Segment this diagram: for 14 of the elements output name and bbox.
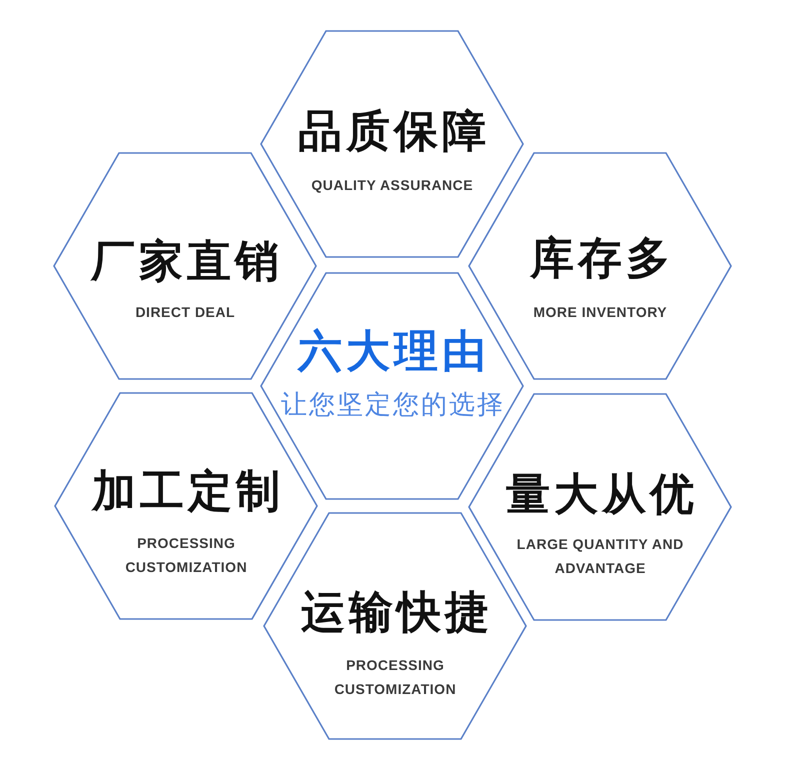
- title-text: 运输快捷: [300, 591, 493, 635]
- title-text: 品质保障: [297, 110, 490, 154]
- subtitle-text: DIRECT DEAL: [134, 303, 236, 322]
- subtitle-text: PROCESSING CUSTOMIZATION: [124, 534, 248, 577]
- title-text: 加工定制: [90, 470, 284, 514]
- title-text: 六大理由: [296, 330, 490, 374]
- title-text: 库存多: [528, 237, 674, 281]
- subtitle-text: LARGE QUANTITY AND ADVANTAGE: [516, 535, 685, 578]
- subtitle-text: 让您坚定您的选择: [280, 389, 505, 421]
- subtitle-text: PROCESSING CUSTOMIZATION: [333, 656, 458, 699]
- title-text: 量大从优: [505, 473, 698, 517]
- subtitle-text: MORE INVENTORY: [532, 303, 668, 322]
- subtitle-text: QUALITY ASSURANCE: [310, 176, 474, 195]
- title-text: 厂家直销: [89, 240, 283, 284]
